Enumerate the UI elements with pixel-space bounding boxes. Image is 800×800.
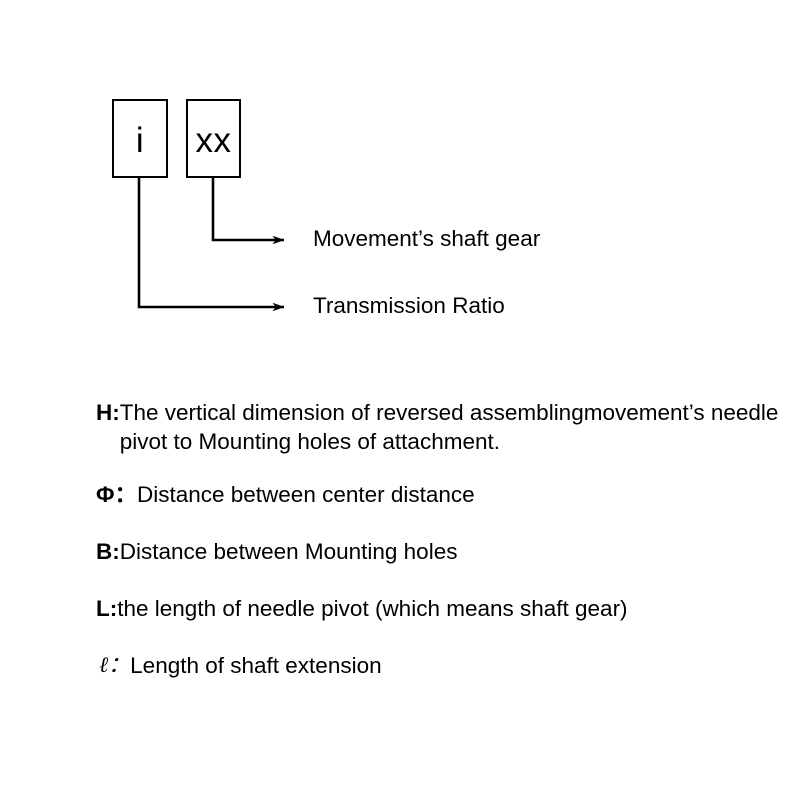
code-breakdown-diagram: i xx Movement’s shaft gear Transmission …	[0, 0, 800, 380]
legend-row-l: L: the length of needle pivot (which mea…	[96, 594, 786, 623]
legend-row-h: H: The vertical dimension of reversed as…	[96, 398, 786, 456]
legend-row-b: B: Distance between Mounting holes	[96, 537, 786, 566]
legend-text-b: Distance between Mounting holes	[119, 539, 458, 564]
code-box-movement-shaft-gear: xx	[186, 99, 241, 178]
leader-line-shaft-gear	[211, 178, 285, 245]
legend-key-ell: ℓ：	[99, 653, 131, 678]
code-box-transmission-ratio-text: i	[135, 121, 145, 160]
callout-label-transmission-ratio: Transmission Ratio	[313, 293, 505, 318]
legend-key-b: B:	[96, 539, 120, 564]
code-box-movement-shaft-gear-text: xx	[195, 121, 232, 160]
legend-key-h: H:	[96, 400, 120, 425]
legend-text-h: The vertical dimension of reversed assem…	[119, 400, 779, 454]
callout-label-shaft-gear: Movement’s shaft gear	[313, 226, 541, 251]
legend-row-ell: ℓ： Length of shaft extension	[96, 651, 786, 680]
legend-key-phi: Φ：	[96, 482, 137, 507]
legend-text-ell: Length of shaft extension	[130, 653, 382, 678]
code-box-transmission-ratio: i	[112, 99, 168, 178]
dimension-legend: H: The vertical dimension of reversed as…	[96, 398, 786, 680]
leader-lines-svg	[137, 178, 285, 312]
legend-text-phi: Distance between center distance	[136, 482, 475, 507]
legend-text-l: the length of needle pivot (which means …	[117, 596, 628, 621]
leader-line-transmission-ratio	[137, 178, 285, 312]
legend-key-l: L:	[96, 596, 118, 621]
legend-row-phi: Φ： Distance between center distance	[96, 480, 786, 509]
